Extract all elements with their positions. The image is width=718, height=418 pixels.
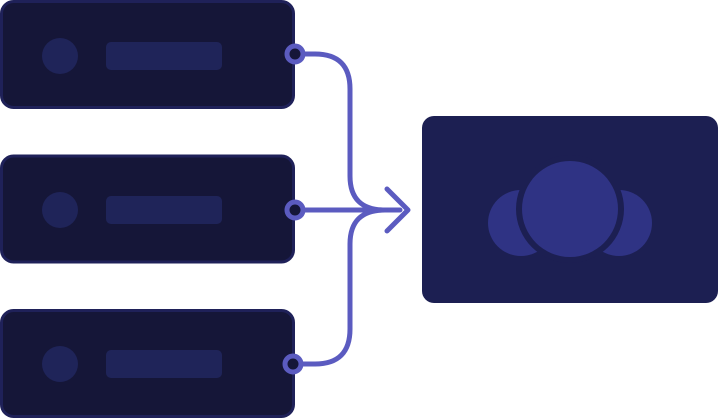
label-placeholder	[106, 42, 222, 70]
connector-dot	[284, 43, 306, 65]
connector-dot	[282, 353, 304, 375]
label-placeholder	[106, 196, 222, 224]
target-card	[422, 116, 718, 303]
avatar-center	[522, 161, 618, 257]
connectors	[292, 51, 411, 367]
connector-line-bottom	[292, 207, 388, 367]
connector-dot	[284, 199, 306, 221]
source-card	[0, 309, 295, 418]
connector-line-top	[292, 51, 388, 213]
source-card	[0, 154, 295, 264]
source-card	[0, 0, 295, 109]
circle-avatar-icon	[42, 192, 78, 228]
circle-avatar-icon	[42, 38, 78, 74]
arrow-right-icon	[384, 186, 411, 234]
circle-avatar-icon	[42, 346, 78, 382]
connector-dots	[282, 43, 306, 375]
group-avatars-icon	[488, 155, 652, 263]
label-placeholder	[106, 350, 222, 378]
